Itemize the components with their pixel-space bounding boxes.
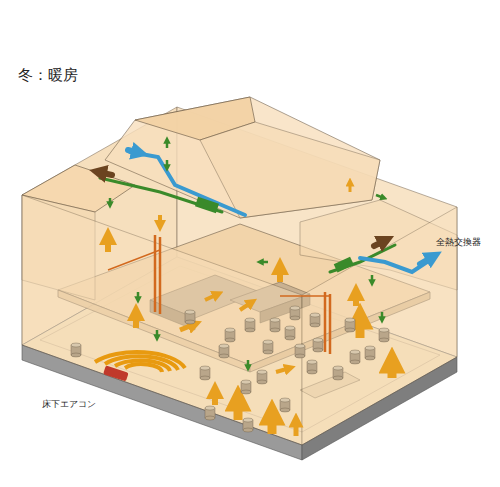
- column: [241, 380, 251, 394]
- risers: [108, 235, 330, 354]
- column: [280, 398, 290, 412]
- column: [245, 318, 255, 332]
- part-label: 全熱交換器: [436, 237, 481, 248]
- column: [270, 318, 280, 332]
- column: [285, 326, 295, 340]
- column: [225, 328, 235, 342]
- front-walls: [22, 195, 457, 445]
- column: [350, 350, 360, 364]
- column: [379, 328, 389, 342]
- column: [200, 366, 210, 380]
- column: [345, 318, 355, 332]
- column: [333, 366, 343, 380]
- warm-arrows: [108, 182, 392, 436]
- column: [257, 370, 267, 384]
- fresh-arrows: [110, 140, 384, 368]
- floor-ac: [103, 365, 129, 381]
- column: [263, 340, 273, 354]
- column: [310, 313, 320, 327]
- ducts: [98, 150, 434, 272]
- column: [307, 360, 317, 374]
- column: [295, 344, 305, 358]
- column: [365, 346, 375, 360]
- column: [313, 338, 323, 352]
- columns: [71, 306, 389, 432]
- title: 冬：暖房: [18, 66, 78, 84]
- column: [185, 310, 195, 324]
- column: [205, 406, 215, 420]
- column: [243, 418, 253, 432]
- part-label: 床下エアコン: [42, 399, 96, 410]
- column: [219, 344, 229, 358]
- column: [290, 306, 300, 320]
- column: [71, 343, 81, 357]
